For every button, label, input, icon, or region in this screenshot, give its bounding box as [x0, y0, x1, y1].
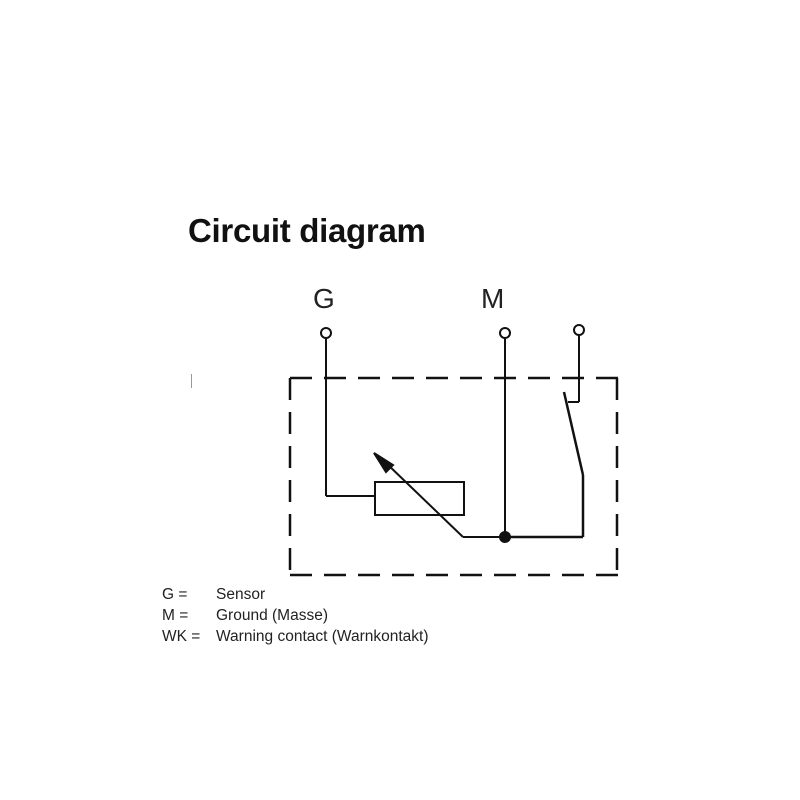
- resistor: [374, 481, 465, 516]
- legend-row-m: M = Ground (Masse): [162, 605, 428, 626]
- legend-key: G =: [162, 586, 188, 603]
- warning-contact-switch: [505, 391, 585, 539]
- legend-value: Sensor: [216, 586, 266, 603]
- terminal-m: [499, 327, 511, 537]
- legend-row-g: G = Sensor: [162, 584, 428, 605]
- wiper-arrow: [373, 452, 505, 538]
- legend-row-wk: WK = Warning contact (Warnkontakt): [162, 626, 428, 647]
- terminal-label-g: G: [313, 283, 335, 314]
- terminal-wk: [568, 324, 585, 403]
- legend-value: Ground (Masse): [216, 607, 328, 624]
- legend-key: M =: [162, 607, 189, 624]
- legend-value: Warning contact (Warnkontakt): [216, 628, 429, 645]
- diagram-title: Circuit diagram: [188, 212, 426, 249]
- housing-outline: [288, 376, 619, 577]
- junction-dot: [499, 531, 511, 543]
- stray-mark: [191, 374, 192, 388]
- terminal-label-m: M: [481, 283, 505, 314]
- legend-key: WK =: [162, 628, 201, 645]
- legend: G = Sensor M = Ground (Masse) WK = Warni…: [162, 584, 428, 647]
- terminal-g: [320, 327, 375, 497]
